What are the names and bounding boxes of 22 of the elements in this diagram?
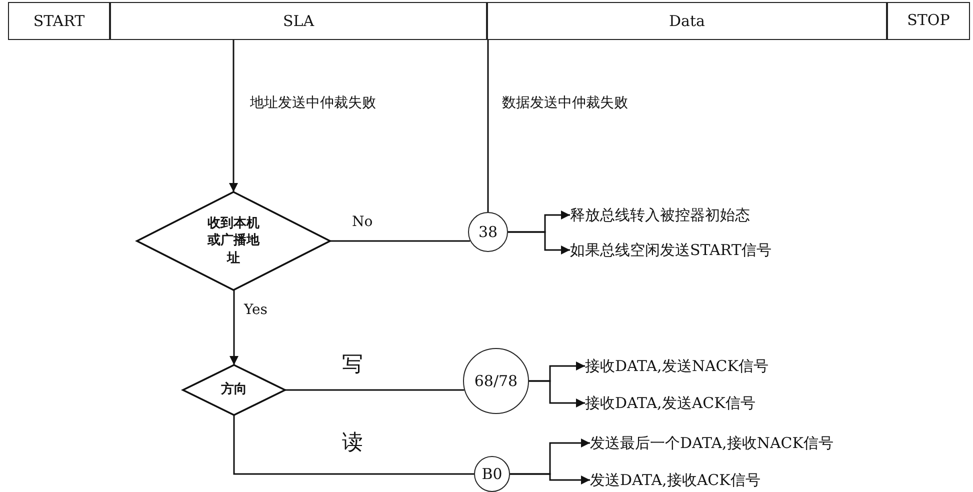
header-cell: START [8, 2, 110, 40]
arrow [229, 40, 238, 192]
header-cell: SLA [110, 2, 487, 40]
header-cell: STOP [887, 2, 970, 40]
arrow [508, 231, 570, 254]
decision-text: 收到本机或广播地址 [206, 214, 261, 268]
action-text: 接收DATA,发送NACK信号 [585, 354, 865, 378]
state-circle: 38 [468, 212, 508, 252]
edge-label: 数据发送中仲裁失败 [500, 94, 630, 112]
arrow [230, 290, 238, 365]
arrow [510, 473, 590, 484]
decision-text: 方向 [220, 381, 248, 399]
state-circle: 68/78 [463, 348, 529, 414]
action-text: 释放总线转入被控器初始态 [570, 203, 850, 227]
action-text: 发送最后一个DATA,接收NACK信号 [590, 431, 950, 455]
edge-label: 地址发送中仲裁失败 [248, 94, 378, 112]
arrow [529, 380, 585, 408]
action-text: 发送DATA,接收ACK信号 [590, 468, 870, 492]
header-cell: Data [487, 2, 887, 40]
action-text: 如果总线空闲发送START信号 [570, 238, 870, 262]
state-circle: B0 [474, 456, 510, 492]
action-text: 接收DATA,发送ACK信号 [585, 391, 865, 415]
